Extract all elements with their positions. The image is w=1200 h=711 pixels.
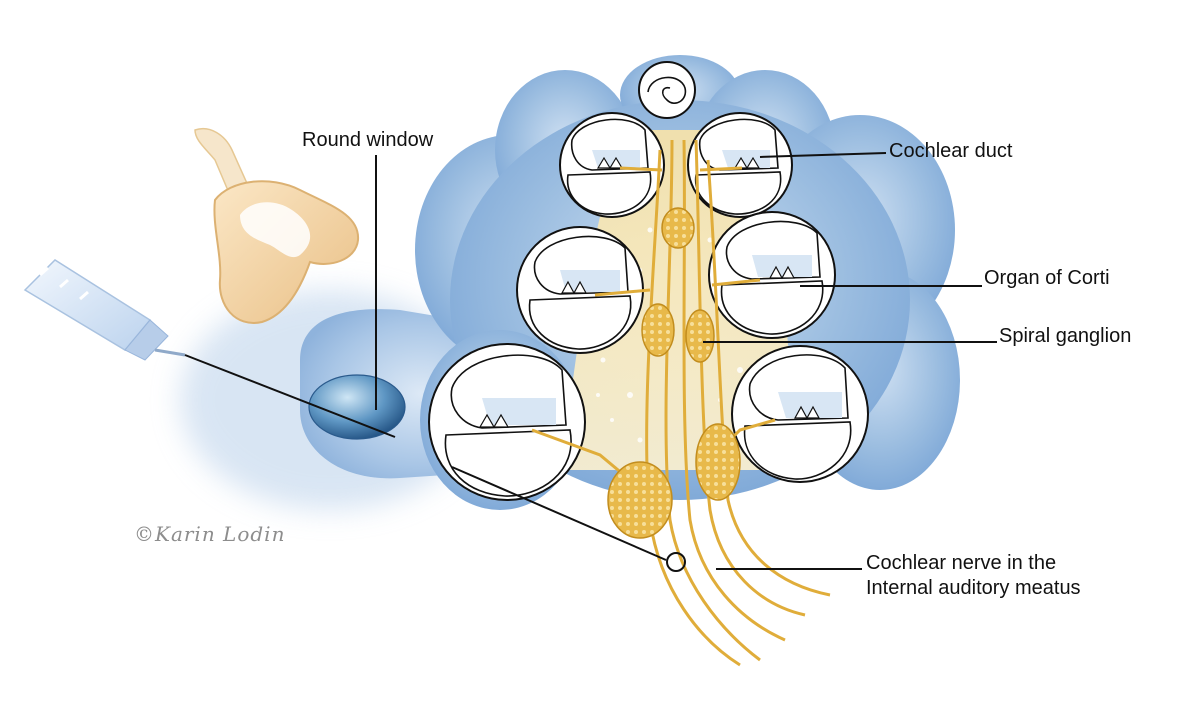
syringe xyxy=(23,259,186,361)
ossicle xyxy=(194,128,360,324)
ganglion-lower-right xyxy=(695,423,741,501)
ganglion-middle-right xyxy=(685,309,715,363)
leader-nerve-diagonal xyxy=(451,466,667,561)
label-cochlear-nerve-line1: Cochlear nerve in the xyxy=(866,552,1057,574)
ganglion-apical xyxy=(661,207,695,249)
label-cochlear-nerve: Cochlear nerve in the Internal auditory … xyxy=(866,551,1081,601)
spiral-ganglia xyxy=(607,207,741,539)
leader-lines xyxy=(184,152,997,572)
organ-of-corti-structures xyxy=(478,156,821,429)
round-window xyxy=(308,374,406,440)
ganglion-lower-left xyxy=(607,461,673,539)
label-cochlear-duct: Cochlear duct xyxy=(889,140,1013,162)
label-spiral-ganglion: Spiral ganglion xyxy=(999,325,1132,347)
apex-turn xyxy=(638,61,696,119)
cochlear-turns xyxy=(428,112,869,501)
leader-syringe-needle xyxy=(184,354,396,438)
leader-cochlear-duct xyxy=(759,152,887,158)
label-organ-of-corti: Organ of Corti xyxy=(984,267,1110,289)
artist-signature: ©Karin Lodin xyxy=(134,522,286,546)
ganglion-middle-left xyxy=(641,303,675,357)
label-round-window: Round window xyxy=(302,129,434,151)
nerve-section-marker xyxy=(666,552,686,572)
label-cochlear-nerve-line2: Internal auditory meatus xyxy=(866,577,1081,599)
turn-lower-left xyxy=(428,343,586,501)
